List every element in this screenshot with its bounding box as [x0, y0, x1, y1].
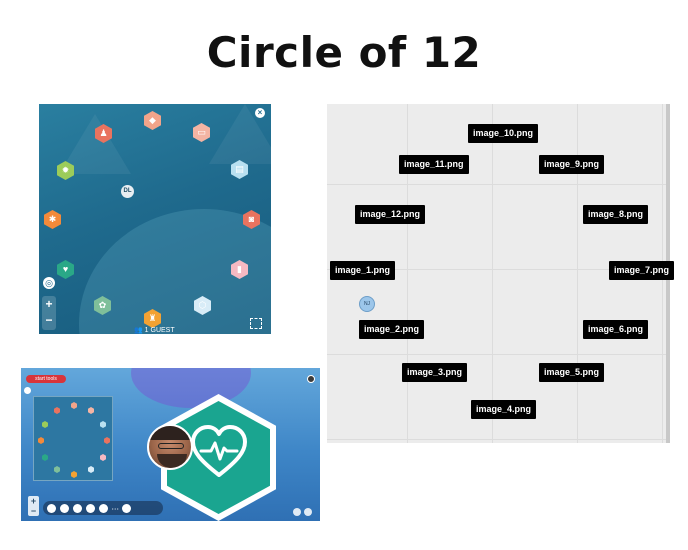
trophy-icon: ♜ [148, 313, 157, 323]
mini-hex-tile [88, 407, 94, 414]
mini-hex-tile [104, 437, 110, 444]
mini-hex-tile [42, 454, 48, 461]
card-icon: ▮ [237, 264, 242, 274]
participant-hair [149, 426, 191, 440]
mini-hex-tile [100, 454, 106, 461]
zoom-out-button[interactable]: − [45, 313, 53, 327]
mini-hex-tile [88, 466, 94, 473]
settings-icon[interactable] [24, 387, 31, 394]
background-spotlight [131, 368, 251, 408]
toolbar-button[interactable] [122, 503, 132, 513]
toolbar-button[interactable] [47, 503, 56, 513]
decor-triangle [59, 114, 131, 174]
zoom-controls: + − [28, 496, 39, 516]
runner-icon: ✱ [48, 214, 57, 224]
image-node[interactable]: image_3.png [402, 363, 468, 382]
avatar[interactable] [307, 375, 315, 383]
avatar[interactable]: NJ [359, 296, 375, 312]
guest-count: 👥 1 GUEST [134, 326, 175, 334]
grid-layout-panel: image_10.png image_11.png image_9.png im… [327, 104, 675, 443]
image-node[interactable]: image_8.png [583, 205, 649, 224]
target-icon[interactable]: ◎ [43, 277, 55, 289]
mini-circle-panel [33, 396, 113, 481]
zoom-in-button[interactable]: + [45, 297, 53, 311]
toolbar-button[interactable] [73, 503, 82, 513]
toolbar-button[interactable] [86, 503, 95, 513]
gift-icon: ◙ [248, 214, 255, 224]
people-icon: 👥 [134, 327, 143, 334]
video-call-panel: start tools + − • • • [21, 368, 320, 521]
view-controls [293, 508, 312, 516]
mini-hex-tile [42, 421, 48, 428]
start-tools-button[interactable]: start tools [26, 375, 66, 383]
image-node[interactable]: image_9.png [539, 155, 605, 174]
hex-tile-7[interactable]: ⬡ [194, 296, 211, 315]
image-node[interactable]: image_5.png [539, 363, 605, 382]
toolbar-text: • • • [112, 505, 119, 511]
mini-hex-tile [54, 407, 60, 414]
page-title: Circle of 12 [206, 28, 482, 77]
zoom-controls: + − [42, 296, 56, 330]
hex-tile-4[interactable]: ▤ [231, 160, 248, 179]
plant-icon: ✿ [98, 300, 107, 310]
hex-tile-1[interactable]: ♟ [95, 124, 112, 143]
user-icon: ♟ [99, 128, 108, 138]
image-node[interactable]: image_7.png [609, 261, 675, 280]
document-icon: ▤ [235, 164, 244, 174]
view-control-button[interactable] [304, 508, 312, 516]
participant-beard [157, 454, 187, 468]
avatar[interactable]: DL [121, 185, 134, 198]
participant-glasses [158, 443, 184, 449]
toolbar-button[interactable] [99, 503, 108, 513]
hex-tile-12[interactable]: ✹ [57, 161, 74, 180]
hex-tile-3[interactable]: ▭ [193, 123, 210, 142]
hex-tile-11[interactable]: ✱ [44, 210, 61, 229]
heart-icon: ♥ [62, 264, 69, 274]
image-node[interactable]: image_1.png [330, 261, 396, 280]
hex-tile-5[interactable]: ◙ [243, 210, 260, 229]
view-control-button[interactable] [293, 508, 301, 516]
sun-icon: ✹ [61, 165, 70, 175]
image-node[interactable]: image_6.png [583, 320, 649, 339]
hex-tile-2[interactable]: ◆ [144, 111, 161, 130]
fullscreen-icon[interactable] [250, 318, 262, 329]
hex-tile-8[interactable]: ♜ [144, 309, 161, 328]
heart-pulse-icon [191, 425, 247, 477]
cube-icon: ⬡ [198, 300, 207, 310]
zoom-out-button[interactable]: − [30, 506, 37, 516]
hex-tile-10[interactable]: ♥ [57, 260, 74, 279]
hex-tile-6[interactable]: ▮ [231, 260, 248, 279]
image-node[interactable]: image_10.png [468, 124, 539, 143]
mini-hex-tile [71, 402, 77, 409]
close-button[interactable]: × [255, 108, 265, 118]
video-icon: ▭ [197, 127, 206, 137]
image-node[interactable]: image_2.png [359, 320, 425, 339]
circle-view-panel: × DL ♟ ◆ ▭ ▤ ◙ ▮ ⬡ ♜ ✿ ♥ ✱ ✹ ◎ + − 👥 1 G… [39, 104, 271, 334]
guest-count-label: 1 GUEST [144, 327, 175, 334]
image-node[interactable]: image_4.png [471, 400, 537, 419]
mini-hex-tile [100, 421, 106, 428]
mini-hex-tile [38, 437, 44, 444]
participant-video[interactable] [147, 424, 193, 470]
call-toolbar: • • • [43, 501, 163, 515]
mini-hex-tile [54, 466, 60, 473]
badge-icon: ◆ [149, 115, 156, 125]
image-node[interactable]: image_11.png [399, 155, 469, 174]
zoom-in-button[interactable]: + [30, 496, 37, 506]
image-node[interactable]: image_12.png [355, 205, 426, 224]
toolbar-button[interactable] [60, 503, 69, 513]
mini-hex-tile [71, 471, 77, 478]
hex-tile-9[interactable]: ✿ [94, 296, 111, 315]
